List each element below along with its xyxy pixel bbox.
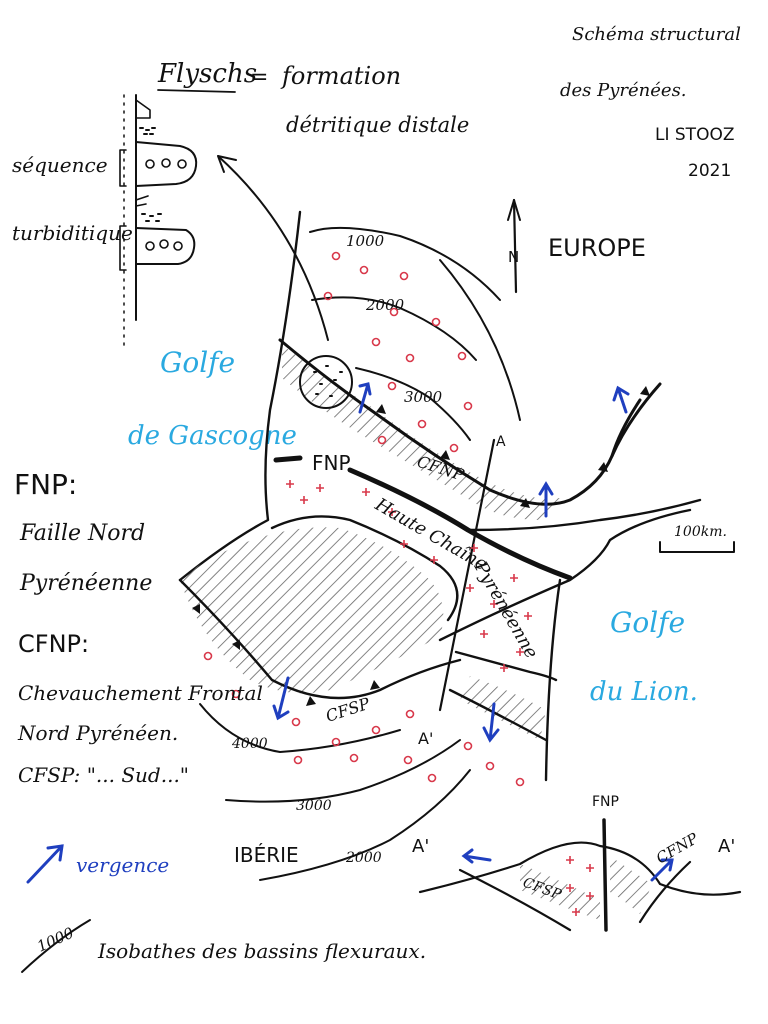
flysch-basin-circle [299, 355, 353, 409]
legend-cfsp-line: CFSP: "... Sud..." [18, 763, 189, 787]
section-a-prime-right: A' [718, 836, 735, 857]
legend-cfnp-line1: Chevauchement Frontal [18, 681, 263, 705]
section-cfnp-label: CFNP [653, 829, 702, 868]
flysch-equals: = [250, 65, 268, 90]
header-year: 2021 [688, 161, 731, 181]
flysch-seq-label2: turbiditique [12, 221, 133, 245]
iso-s-2000: 2000 [345, 850, 382, 866]
iso-n-1000: 1000 [346, 232, 385, 250]
legend-fnp-abbr: FNP: [14, 468, 77, 501]
legend-vergence: vergence [76, 853, 169, 877]
section-a-prime-label: A' [418, 729, 433, 748]
north-foreland-hatch [282, 345, 560, 520]
lion-label-line2: du Lion. [590, 677, 698, 707]
axial-zone-markers [286, 480, 532, 672]
isobath-legend: 1000 Isobathes des bassins flexuraux. [21, 919, 426, 973]
gascogne-label-line2: de Gascogne [128, 421, 297, 451]
coastline [178, 210, 692, 782]
turbidite-column [119, 94, 198, 351]
scale-bar: 100km. [659, 524, 735, 553]
legend-iso-sample: 1000 [34, 923, 77, 955]
section-line [438, 438, 496, 712]
iberie-label: IBÉRIE [234, 843, 299, 867]
gascogne-label-line1: Golfe [160, 346, 235, 379]
fnp-fault-east [347, 467, 573, 581]
isobaths-south: 4000 3000 2000 [199, 703, 471, 881]
iso-n-3000: 3000 [404, 388, 443, 406]
header-title-line2: des Pyrénées. [560, 80, 687, 101]
isobaths-north: 1000 2000 3000 [309, 226, 521, 441]
flysch-def-line1: formation [280, 62, 401, 90]
flysch-seq-label1: séquence [12, 153, 108, 177]
left-legend: FNP: Faille Nord Pyrénéenne CFNP: Chevau… [14, 468, 263, 787]
europe-label: EUROPE [548, 234, 646, 262]
pointer-arrow [217, 155, 329, 341]
north-label: N [508, 248, 519, 266]
vergence-legend: vergence [26, 844, 169, 884]
map-fnp-label: FNP [312, 451, 351, 475]
map-haute-chaine-2: Pyrénéenne [469, 557, 542, 662]
section-fnp-label: FNP [592, 794, 619, 810]
lion-label-line1: Golfe [610, 606, 685, 639]
scale-label: 100km. [674, 524, 727, 540]
legend-iso-text: Isobathes des bassins flexuraux. [97, 939, 426, 963]
cross-section: FNP CFNP CFSP A' A' [412, 794, 742, 932]
fnp-fault-west [273, 455, 303, 463]
iso-s-3000: 3000 [296, 798, 332, 814]
cfsp-front-line [178, 578, 462, 700]
south-foreland-hatch [180, 527, 444, 694]
header-title-line1: Schéma structural [572, 24, 741, 45]
vergence-arrow-icon [26, 844, 64, 884]
sketch-header: Schéma structural des Pyrénées. LI STOOZ… [560, 24, 741, 181]
map-vergence-arrows [272, 382, 630, 743]
header-author: LI STOOZ [655, 125, 734, 145]
legend-fnp-line2: Pyrénéenne [19, 571, 152, 596]
legend-cfnp-line2: Nord Pyrénéen. [17, 721, 178, 745]
red-sediment-markers [203, 251, 525, 787]
section-a-prime-left: A' [412, 836, 429, 857]
iso-s-4000: 4000 [231, 736, 268, 752]
flysch-title: Flyschs [157, 59, 257, 89]
legend-cfnp-abbr: CFNP: [18, 630, 89, 658]
flysch-def-line2: détritique distale [286, 113, 469, 137]
legend-fnp-line1: Faille Nord [19, 521, 145, 546]
section-a-label: A [496, 434, 506, 450]
flysch-definition: Flyschs = formation détritique distale s… [12, 59, 469, 351]
north-arrow: N [507, 198, 521, 294]
iso-n-2000: 2000 [365, 296, 405, 314]
